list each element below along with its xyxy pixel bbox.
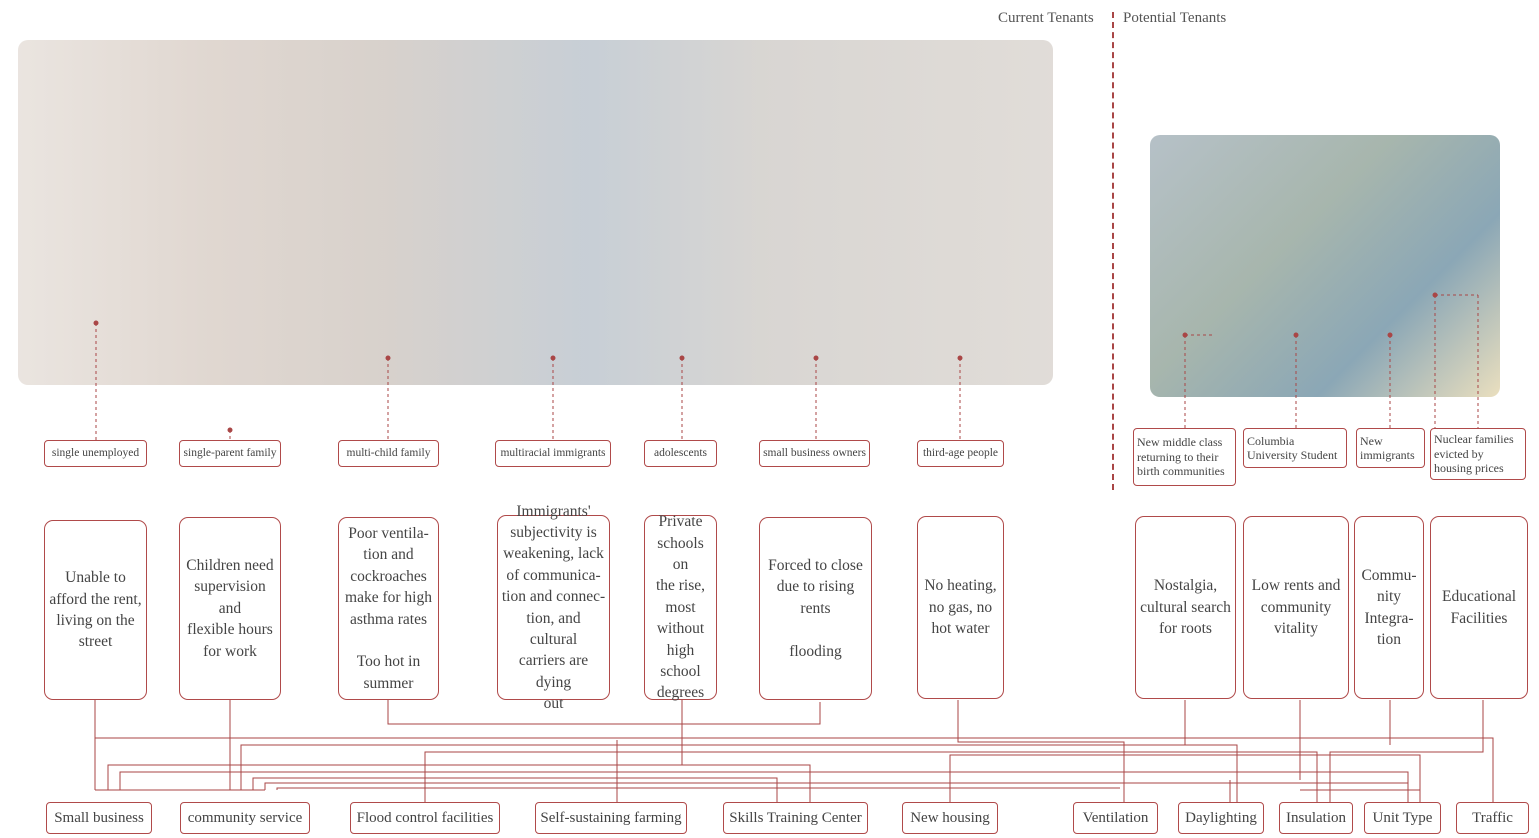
stem-dot [227,427,233,433]
stem-dot [550,355,556,361]
stem-dot [679,355,685,361]
need-card: Immigrants' subjectivity is weakening, l… [497,503,610,712]
need-card: Commu- nity Integra- tion [1354,516,1424,699]
facility-box: Small business [46,802,152,834]
connector-line [424,751,1318,802]
group-label: third-age people [917,440,1004,467]
facility-box: Ventilation [1073,802,1158,834]
need-card: Poor ventila- tion and cockroaches make … [338,517,439,700]
facility-box: Self-sustaining farming [535,802,687,834]
tenant-divider [1112,12,1114,490]
facility-box: Daylighting [1178,802,1264,834]
connector-line [949,754,1421,802]
facility-box: community service [180,802,310,834]
connector-line [387,700,821,725]
group-label: Nuclear families evicted by housing pric… [1430,428,1526,480]
stem-dot [1293,332,1299,338]
need-card: Private schools on the rise, most withou… [644,513,717,701]
need-card: Children need supervision and flexible h… [179,517,281,700]
facility-box: Traffic [1456,802,1529,834]
need-card: Low rents and community vitality [1243,516,1349,699]
header-potential-tenants: Potential Tenants [1123,10,1227,26]
need-card: Forced to close due to rising rents floo… [759,517,872,700]
facility-box: Skills Training Center [723,802,868,834]
group-label: New middle class returning to their birt… [1133,428,1236,486]
facility-box: Insulation [1279,802,1353,834]
connector-line [95,737,1494,802]
need-card: Educational Facilities [1430,516,1528,699]
group-label: New immigrants [1356,428,1425,468]
stem-dot [385,355,391,361]
facility-box: New housing [902,802,998,834]
group-label: single unemployed [44,440,147,467]
stem-dot [957,355,963,361]
connector-line [240,744,1238,802]
facility-box: Unit Type [1364,802,1441,834]
connector-line [252,777,778,802]
group-label: multiracial immigrants [495,440,611,467]
need-card: Unable to afford the rent, living on the… [44,520,147,700]
connector-line [957,700,1125,802]
facility-box: Flood control facilities [350,802,500,834]
need-card: Nostalgia, cultural search for roots [1135,516,1236,699]
connector-line [276,787,1120,790]
need-card: No heating, no gas, no hot water [917,516,1004,699]
potential-tenants-collage [1150,135,1500,397]
stem-dot [93,320,99,326]
group-label: Columbia University Student [1243,428,1347,468]
group-label: single-parent family [179,440,281,467]
connector-line [1329,700,1484,802]
stem-dot [1432,292,1438,298]
current-tenants-collage [18,40,1053,385]
stem-dot [1182,332,1188,338]
connector-line [119,771,1409,802]
group-label: adolescents [644,440,717,467]
stem-dot [813,355,819,361]
stem-dot [1387,332,1393,338]
group-label: multi-child family [338,440,439,467]
group-label: small business owners [759,440,870,467]
header-current-tenants: Current Tenants [998,10,1094,26]
connector-line [264,782,1408,790]
